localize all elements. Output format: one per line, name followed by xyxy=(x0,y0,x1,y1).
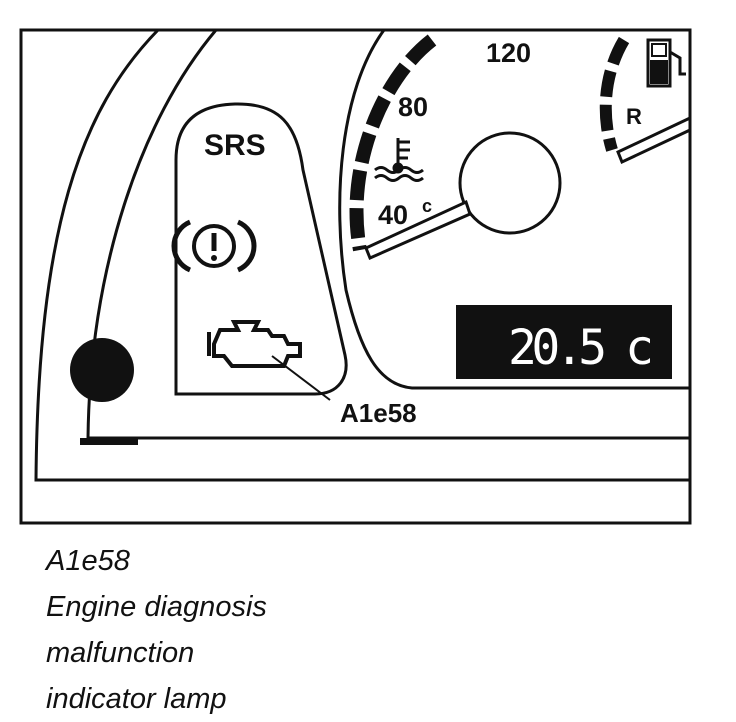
figure-caption: A1e58 Engine diagnosis malfunction indic… xyxy=(46,538,267,722)
indicator-lamp-dot xyxy=(70,338,134,402)
check-engine-icon xyxy=(207,320,302,368)
caption-line-3: indicator lamp xyxy=(46,683,227,715)
lcd-display xyxy=(456,305,672,379)
left-bezel-curve-outer xyxy=(34,28,690,482)
right-gauge-dash-arc xyxy=(599,36,630,152)
temp-unit-small: c xyxy=(422,196,432,216)
caption-code: A1e58 xyxy=(46,545,130,577)
reverse-label: R xyxy=(626,104,642,129)
speed-label-80: 80 xyxy=(398,92,428,122)
speedometer-hub xyxy=(458,131,562,235)
callout-label: A1e58 xyxy=(340,398,417,428)
instrument-cluster-diagram: 120 80 40 c R SRS A1e58 xyxy=(19,28,692,525)
speed-label-40: 40 xyxy=(378,200,408,230)
coolant-temperature-icon xyxy=(374,138,424,182)
srs-label: SRS xyxy=(204,129,266,162)
brake-warning-icon xyxy=(171,219,257,273)
warning-lamp-panel xyxy=(174,102,348,396)
speedometer-scale-arc xyxy=(349,34,437,252)
caption-line-2: malfunction xyxy=(46,637,195,669)
gauge-face-outline xyxy=(338,29,690,390)
right-gauge-needle xyxy=(616,115,692,165)
speed-label-120: 120 xyxy=(486,38,531,68)
caption-line-1: Engine diagnosis xyxy=(46,591,267,623)
callout-line xyxy=(271,355,331,401)
figure-frame xyxy=(19,28,692,525)
speedometer-needle xyxy=(364,199,472,260)
indicator-lamp-bar xyxy=(80,438,138,445)
lcd-readout: 20.5 c xyxy=(508,320,658,376)
fuel-pump-icon xyxy=(646,38,686,88)
